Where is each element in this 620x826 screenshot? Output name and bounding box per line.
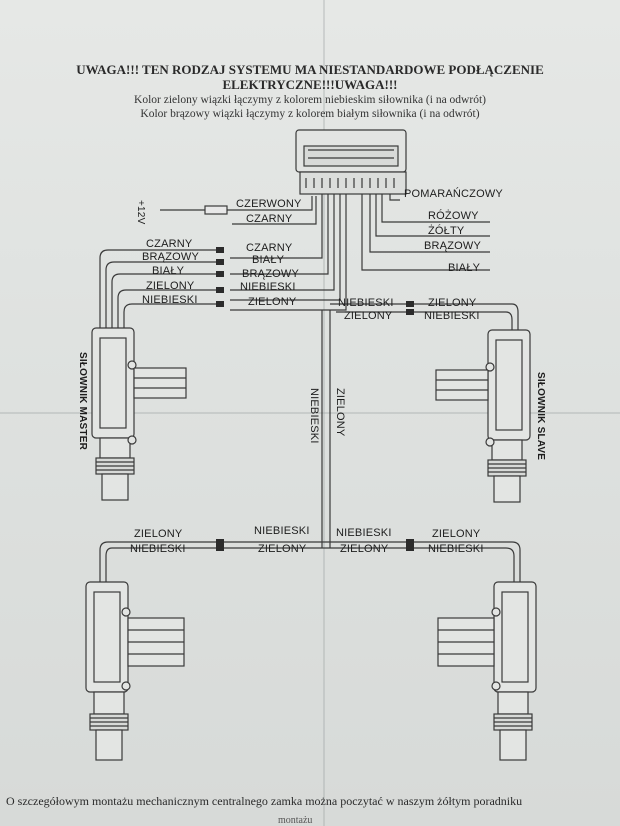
bottom-r2-upper: ZIELONY [432, 528, 481, 540]
slave-top-left-upper: NIEBIESKI [338, 297, 394, 309]
wire-orange-label: POMARAŃCZOWY [404, 188, 503, 200]
warning-line-2: ELEKTRYCZNE!!!UWAGA!!! [222, 77, 398, 92]
master-left-label-1: CZARNY [146, 238, 193, 250]
bottom-l1-upper: ZIELONY [134, 528, 183, 540]
actuator-slave [435, 329, 531, 503]
footer-continuation: montażu [278, 815, 313, 826]
paper-fold-horizontal [0, 412, 620, 414]
bottom-l2-lower: ZIELONY [258, 543, 307, 555]
master-left-label-4: ZIELONY [146, 280, 195, 292]
footer-note: O szczegółowym montażu mechanicznym cent… [6, 794, 523, 808]
wire-white-label: BIAŁY [448, 262, 481, 274]
bottom-r1-upper: NIEBIESKI [336, 527, 392, 539]
bottom-l2-upper: NIEBIESKI [254, 525, 310, 537]
trunk-right-label: ZIELONY [334, 388, 346, 437]
slave-top-right-lower: NIEBIESKI [424, 310, 480, 322]
actuator-bottom-left [85, 581, 185, 761]
wire-pink-label: RÓŻOWY [428, 210, 479, 222]
actuator-slave-label: SIŁOWNIK SLAVE [535, 372, 546, 461]
wire-black-label: CZARNY [246, 213, 293, 225]
slave-top-left-lower: ZIELONY [344, 310, 393, 322]
master-right-label-1: CZARNY [246, 242, 293, 254]
bottom-r1-lower: ZIELONY [340, 543, 389, 555]
voltage-label: +12V [135, 200, 146, 225]
note-brown-white: Kolor brązowy wiązki łączymy z kolorem b… [140, 108, 480, 120]
master-right-label-5: ZIELONY [248, 296, 297, 308]
bottom-l1-lower: NIEBIESKI [130, 543, 186, 555]
control-unit-connector [295, 129, 407, 195]
wire-yellow-label: ŻÓŁTY [428, 225, 465, 237]
master-left-label-3: BIAŁY [152, 265, 185, 277]
actuator-master [91, 327, 187, 501]
master-right-label-3: BRĄZOWY [242, 268, 300, 280]
trunk-left-label: NIEBIESKI [308, 388, 320, 444]
slave-top-right-upper: ZIELONY [428, 297, 477, 309]
master-left-label-2: BRĄZOWY [142, 251, 200, 263]
master-right-label-4: NIEBIESKI [240, 281, 296, 293]
actuator-master-label: SIŁOWNIK MASTER [77, 352, 88, 450]
master-left-label-5: NIEBIESKI [142, 294, 198, 306]
note-green-blue: Kolor zielony wiązki łączymy z kolorem n… [134, 94, 486, 106]
actuator-bottom-right [437, 581, 537, 761]
bottom-r2-lower: NIEBIESKI [428, 543, 484, 555]
wire-brown-label: BRĄZOWY [424, 240, 482, 252]
warning-line-1: UWAGA!!! TEN RODZAJ SYSTEMU MA NIESTANDA… [76, 62, 544, 77]
paper-fold-vertical [323, 0, 325, 826]
master-right-label-2: BIAŁY [252, 254, 285, 266]
wire-red-label: CZERWONY [236, 198, 302, 210]
